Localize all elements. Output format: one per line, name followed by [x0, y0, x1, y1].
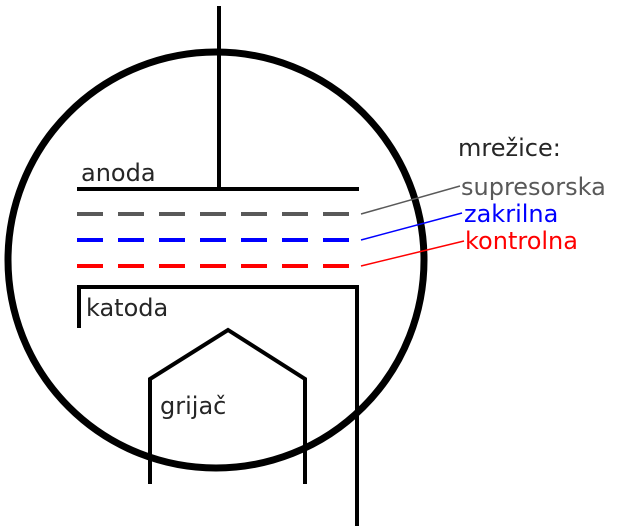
grid-label-supresorska: supresorska [461, 173, 606, 201]
grid-label-kontrolna: kontrolna [465, 227, 578, 255]
anode-label: anoda [81, 159, 156, 187]
leader-screen [360, 212, 463, 241]
leader-suppressor [360, 185, 461, 215]
cathode [77, 285, 359, 526]
leader-control [360, 240, 465, 267]
tube-envelope [4, 48, 428, 472]
heater-label: grijač [160, 392, 226, 420]
grids-heading: mrežice: [458, 134, 561, 162]
cathode-label: katoda [86, 294, 168, 322]
heater [148, 327, 307, 484]
grid-label-zakrilna: zakrilna [464, 200, 558, 228]
